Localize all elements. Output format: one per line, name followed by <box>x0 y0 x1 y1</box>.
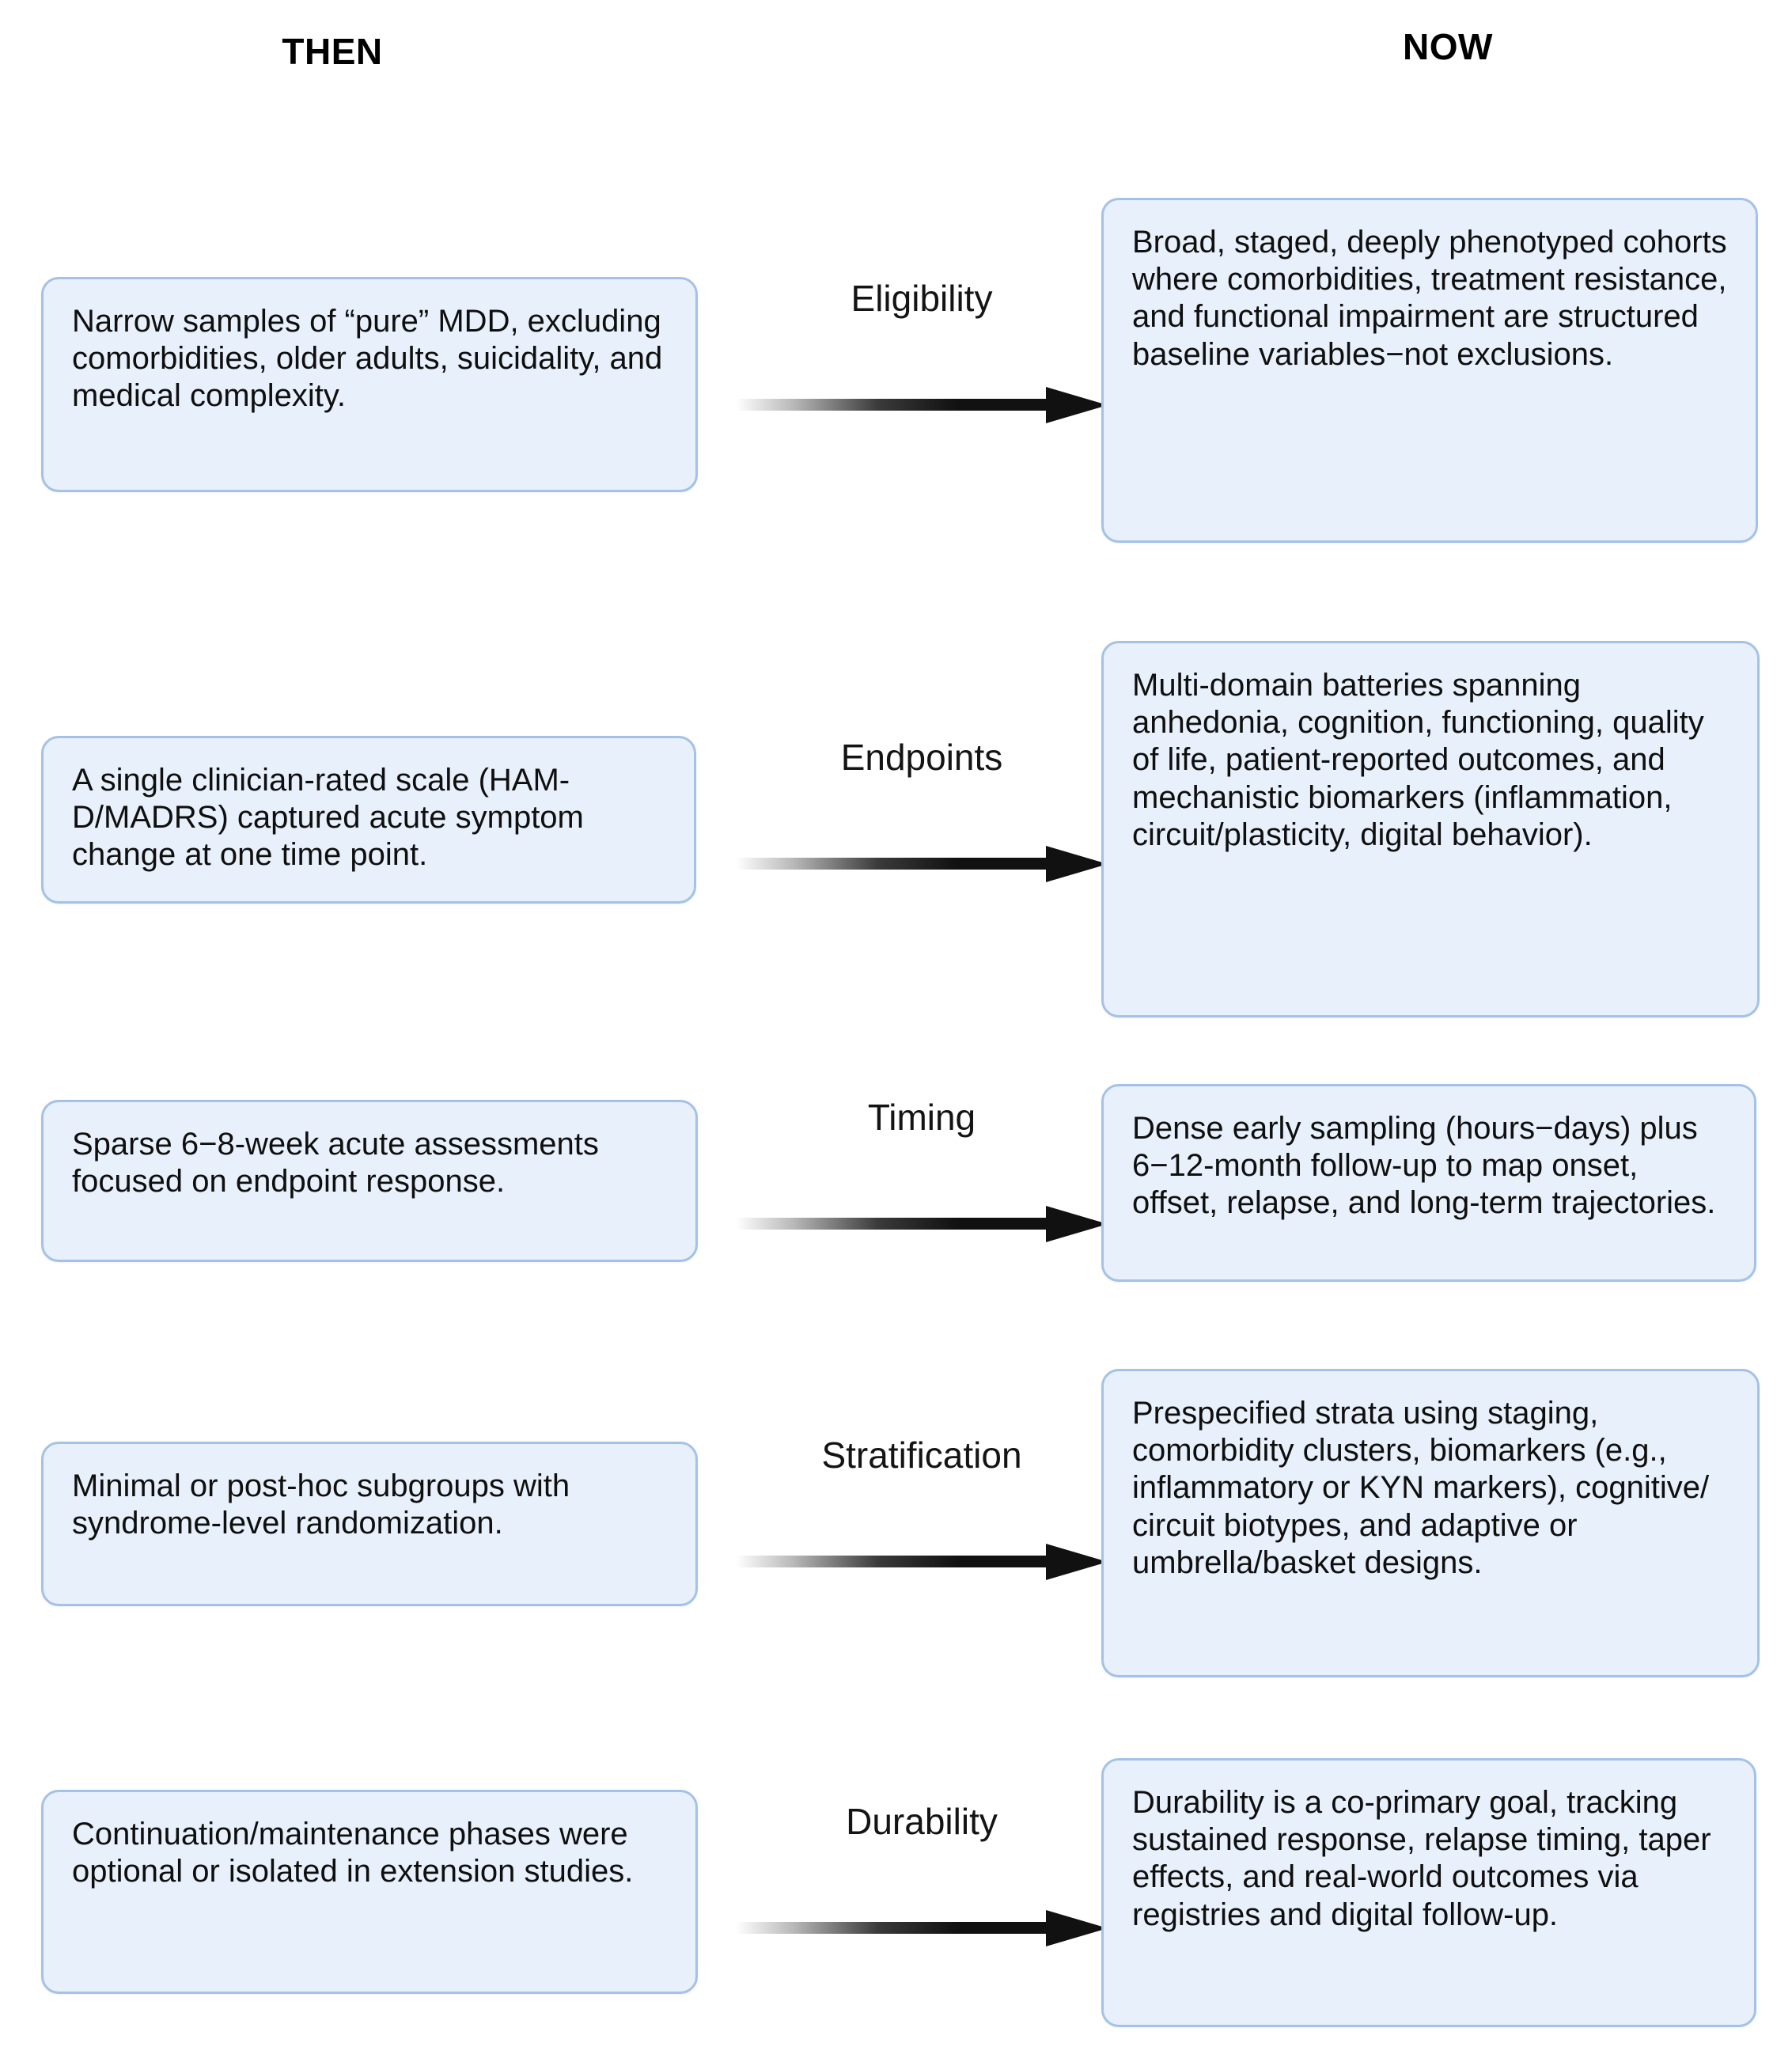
arrow-connector: Endpoints <box>736 736 1108 910</box>
then-text: Narrow samples of “pure” MDD, excluding … <box>72 304 663 414</box>
arrow-connector: Eligibility <box>736 277 1108 451</box>
now-text: Broad, staged, deeply phenotyped cohorts… <box>1132 225 1727 372</box>
now-box: Broad, staged, deeply phenotyped cohorts… <box>1101 198 1758 543</box>
arrow-connector: Timing <box>736 1096 1108 1270</box>
column-header-then: THEN <box>282 31 383 72</box>
then-text: A single clinician-rated scale (HAM-D/MA… <box>72 763 584 873</box>
now-box: Prespecified strata using staging, comor… <box>1101 1369 1760 1677</box>
now-box: Dense early sampling (hours−days) plus 6… <box>1101 1084 1756 1282</box>
arrow-right-icon <box>736 1910 1108 1946</box>
then-text: Sparse 6−8-week acute assessments focuse… <box>72 1127 599 1200</box>
then-box: Sparse 6−8-week acute assessments focuse… <box>41 1100 698 1262</box>
now-box: Multi-domain batteries spanning anhedoni… <box>1101 641 1760 1018</box>
then-text: Continuation/maintenance phases were opt… <box>72 1817 634 1889</box>
then-box: A single clinician-rated scale (HAM-D/MA… <box>41 736 696 904</box>
now-text: Multi-domain batteries spanning anhedoni… <box>1132 668 1704 852</box>
arrow-right-icon <box>736 1544 1108 1580</box>
then-text: Minimal or post-hoc subgroups with syndr… <box>72 1469 570 1541</box>
now-text: Durability is a co-primary goal, trackin… <box>1132 1785 1711 1932</box>
connector-label: Endpoints <box>840 737 1003 778</box>
column-header-now: NOW <box>1403 26 1493 67</box>
arrow-right-icon <box>736 1206 1108 1242</box>
then-box: Narrow samples of “pure” MDD, excluding … <box>41 277 698 492</box>
then-box: Minimal or post-hoc subgroups with syndr… <box>41 1442 698 1606</box>
arrow-connector: Stratification <box>736 1434 1108 1608</box>
now-box: Durability is a co-primary goal, trackin… <box>1101 1758 1756 2027</box>
arrow-connector: Durability <box>736 1800 1108 1974</box>
connector-label: Stratification <box>821 1435 1022 1476</box>
now-text: Dense early sampling (hours−days) plus 6… <box>1132 1111 1716 1221</box>
connector-label: Durability <box>846 1801 998 1842</box>
connector-label: Eligibility <box>851 278 993 319</box>
then-box: Continuation/maintenance phases were opt… <box>41 1790 698 1994</box>
arrow-right-icon <box>736 387 1108 423</box>
now-text: Prespecified strata using staging, comor… <box>1132 1396 1710 1580</box>
connector-label: Timing <box>867 1097 976 1138</box>
arrow-right-icon <box>736 846 1108 882</box>
